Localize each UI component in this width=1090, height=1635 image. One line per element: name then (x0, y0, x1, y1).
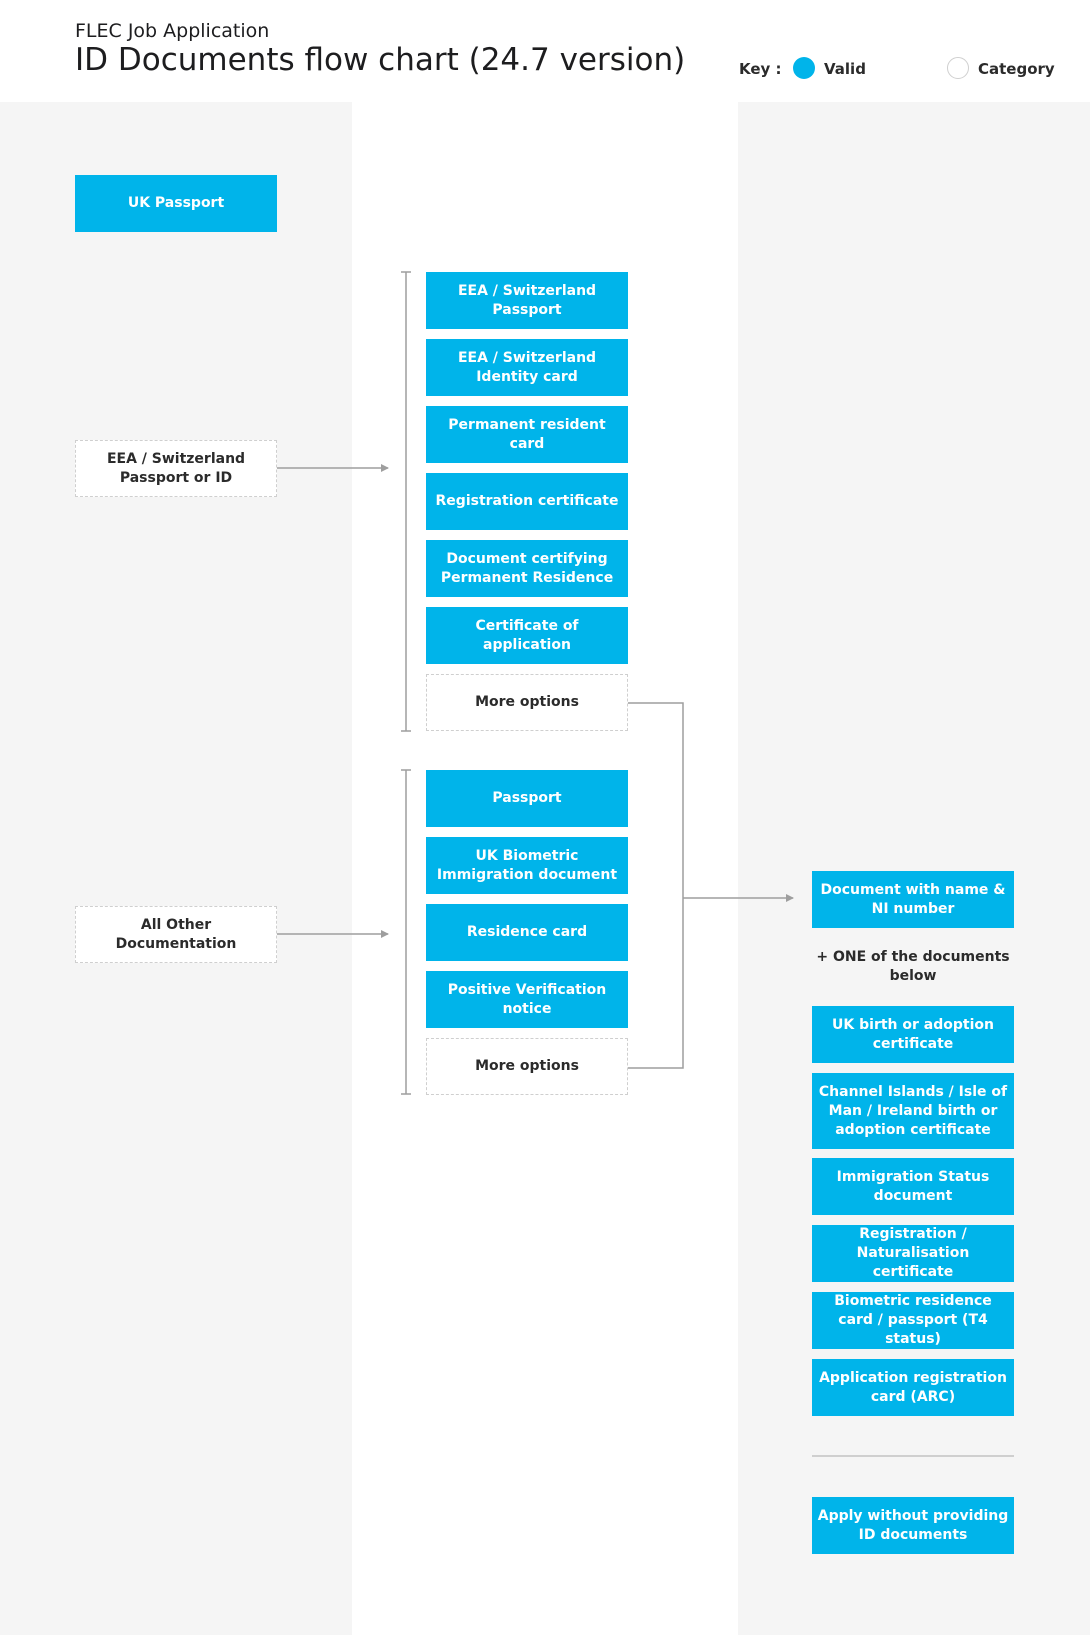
eea-switzerland-category: EEA / Switzerland Passport or ID (75, 440, 277, 497)
other-more-options-box: More options (426, 1038, 628, 1095)
page-subtitle: FLEC Job Application (75, 20, 270, 42)
channel-islands-birth-certificate-box: Channel Islands / Isle of Man / Ireland … (812, 1073, 1014, 1149)
positive-verification-notice-box: Positive Verification notice (426, 971, 628, 1028)
key-label: Key : (739, 60, 782, 78)
category-legend-swatch (947, 57, 969, 79)
uk-passport-box: UK Passport (75, 175, 277, 232)
page-title: ID Documents flow chart (24.7 version) (75, 42, 686, 78)
category-legend-label: Category (978, 60, 1055, 78)
uk-biometric-immigration-document-box: UK Biometric Immigration document (426, 837, 628, 894)
eea-more-options-box: More options (426, 674, 628, 731)
category-column (0, 102, 352, 1635)
residence-card-box: Residence card (426, 904, 628, 961)
permanent-resident-card-box: Permanent resident card (426, 406, 628, 463)
application-registration-card-box: Application registration card (ARC) (812, 1359, 1014, 1416)
plus-one-text: + ONE of the documents below (816, 949, 1010, 984)
eea-bracket (401, 271, 411, 732)
ni-number-document-box: Document with name & NI number (812, 871, 1014, 928)
more-options-merge (628, 702, 793, 1069)
section-divider (812, 1455, 1014, 1457)
passport-box: Passport (426, 770, 628, 827)
immigration-status-document-box: Immigration Status document (812, 1158, 1014, 1215)
apply-without-id-box: Apply without providing ID documents (812, 1497, 1014, 1554)
eea-passport-box: EEA / Switzerland Passport (426, 272, 628, 329)
registration-certificate-box: Registration certificate (426, 473, 628, 530)
all-other-documentation-category: All Other Documentation (75, 906, 277, 963)
uk-birth-certificate-box: UK birth or adoption certificate (812, 1006, 1014, 1063)
eea-identity-card-box: EEA / Switzerland Identity card (426, 339, 628, 396)
naturalisation-certificate-box: Registration / Naturalisation certificat… (812, 1225, 1014, 1282)
valid-legend-swatch (793, 57, 815, 79)
other-bracket (401, 769, 411, 1095)
permanent-residence-document-box: Document certifying Permanent Residence (426, 540, 628, 597)
biometric-residence-card-box: Biometric residence card / passport (T4 … (812, 1292, 1014, 1349)
certificate-of-application-box: Certificate of application (426, 607, 628, 664)
valid-legend-label: Valid (824, 60, 866, 78)
